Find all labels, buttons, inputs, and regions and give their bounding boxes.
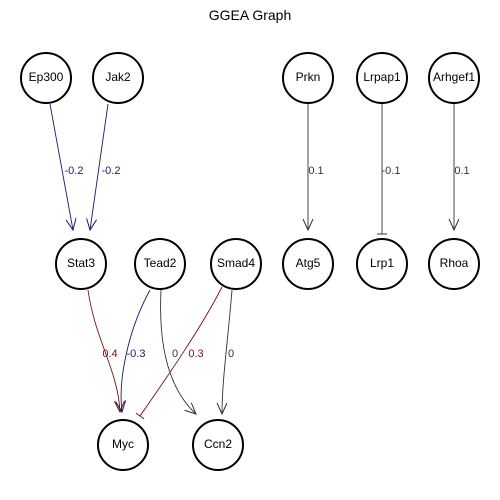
node-label: Prkn (296, 70, 321, 84)
edge-tead2-ccn2 (160, 289, 197, 415)
node-circle[interactable] (356, 238, 408, 290)
edge-label: -0.2 (65, 165, 84, 177)
arrow-head (114, 400, 125, 414)
arrow-head (448, 218, 460, 232)
node-circle[interactable] (282, 238, 334, 290)
edge-layer: -0.2 -0.2 0.1 -0.1 0.1 0.4 -0.3 0 0.3 0 (49, 103, 470, 420)
node-circle[interactable] (428, 52, 480, 104)
node-label: Arhgef1 (433, 70, 475, 84)
node-arhgef1[interactable]: Arhgef1 (428, 52, 480, 104)
arrow-head (216, 402, 228, 416)
node-smad4[interactable]: Smad4 (210, 238, 262, 290)
node-lrp1[interactable]: Lrp1 (356, 238, 408, 290)
node-tead2[interactable]: Tead2 (134, 238, 186, 290)
node-label: Myc (112, 437, 134, 451)
edge-ep300-stat3 (49, 103, 74, 231)
node-circle[interactable] (55, 238, 107, 290)
node-circle[interactable] (97, 419, 149, 471)
edge-label: -0.1 (382, 165, 401, 177)
edge-label: -0.3 (127, 348, 146, 360)
node-circle[interactable] (356, 52, 408, 104)
node-ep300[interactable]: Ep300 (20, 52, 72, 104)
node-atg5[interactable]: Atg5 (282, 238, 334, 290)
node-label: Lrpap1 (363, 70, 401, 84)
arrow-head (65, 218, 77, 232)
node-circle[interactable] (428, 238, 480, 290)
node-label: Stat3 (67, 256, 95, 270)
node-circle[interactable] (134, 238, 186, 290)
arrow-head (115, 400, 127, 414)
node-label: Jak2 (105, 70, 131, 84)
node-label: Lrp1 (370, 256, 394, 270)
node-jak2[interactable]: Jak2 (92, 52, 144, 104)
edge-stat3-myc (87, 289, 121, 413)
edge-smad4-myc (139, 286, 223, 417)
edge-label: 0.3 (188, 348, 203, 360)
edge-label: 0 (172, 348, 178, 360)
arrow-head (184, 402, 197, 415)
node-circle[interactable] (192, 419, 244, 471)
node-label: Rhoa (440, 256, 469, 270)
node-label: Atg5 (296, 256, 321, 270)
node-rhoa[interactable]: Rhoa (428, 238, 480, 290)
node-stat3[interactable]: Stat3 (55, 238, 107, 290)
edge-tead2-myc (120, 289, 151, 413)
edge-label: 0 (228, 348, 234, 360)
node-circle[interactable] (20, 52, 72, 104)
edge-label: -0.2 (102, 165, 121, 177)
node-prkn[interactable]: Prkn (282, 52, 334, 104)
node-ccn2[interactable]: Ccn2 (192, 419, 244, 471)
arrow-head (302, 218, 314, 232)
node-circle[interactable] (282, 52, 334, 104)
graph-title: GGEA Graph (209, 7, 291, 23)
arrow-head (86, 218, 97, 232)
node-circle[interactable] (210, 238, 262, 290)
node-label: Ccn2 (204, 437, 232, 451)
node-lrpap1[interactable]: Lrpap1 (356, 52, 408, 104)
node-label: Smad4 (217, 256, 255, 270)
edge-label: 0.1 (454, 165, 469, 177)
node-label: Ep300 (29, 70, 64, 84)
edge-label: 0.4 (102, 348, 117, 360)
inhibition-bar (135, 412, 145, 420)
edge-label: 0.1 (308, 165, 323, 177)
node-label: Tead2 (144, 256, 177, 270)
edge-smad4-ccn2 (221, 289, 233, 415)
edge-jak2-stat3 (89, 103, 109, 231)
node-myc[interactable]: Myc (97, 419, 149, 471)
node-circle[interactable] (92, 52, 144, 104)
